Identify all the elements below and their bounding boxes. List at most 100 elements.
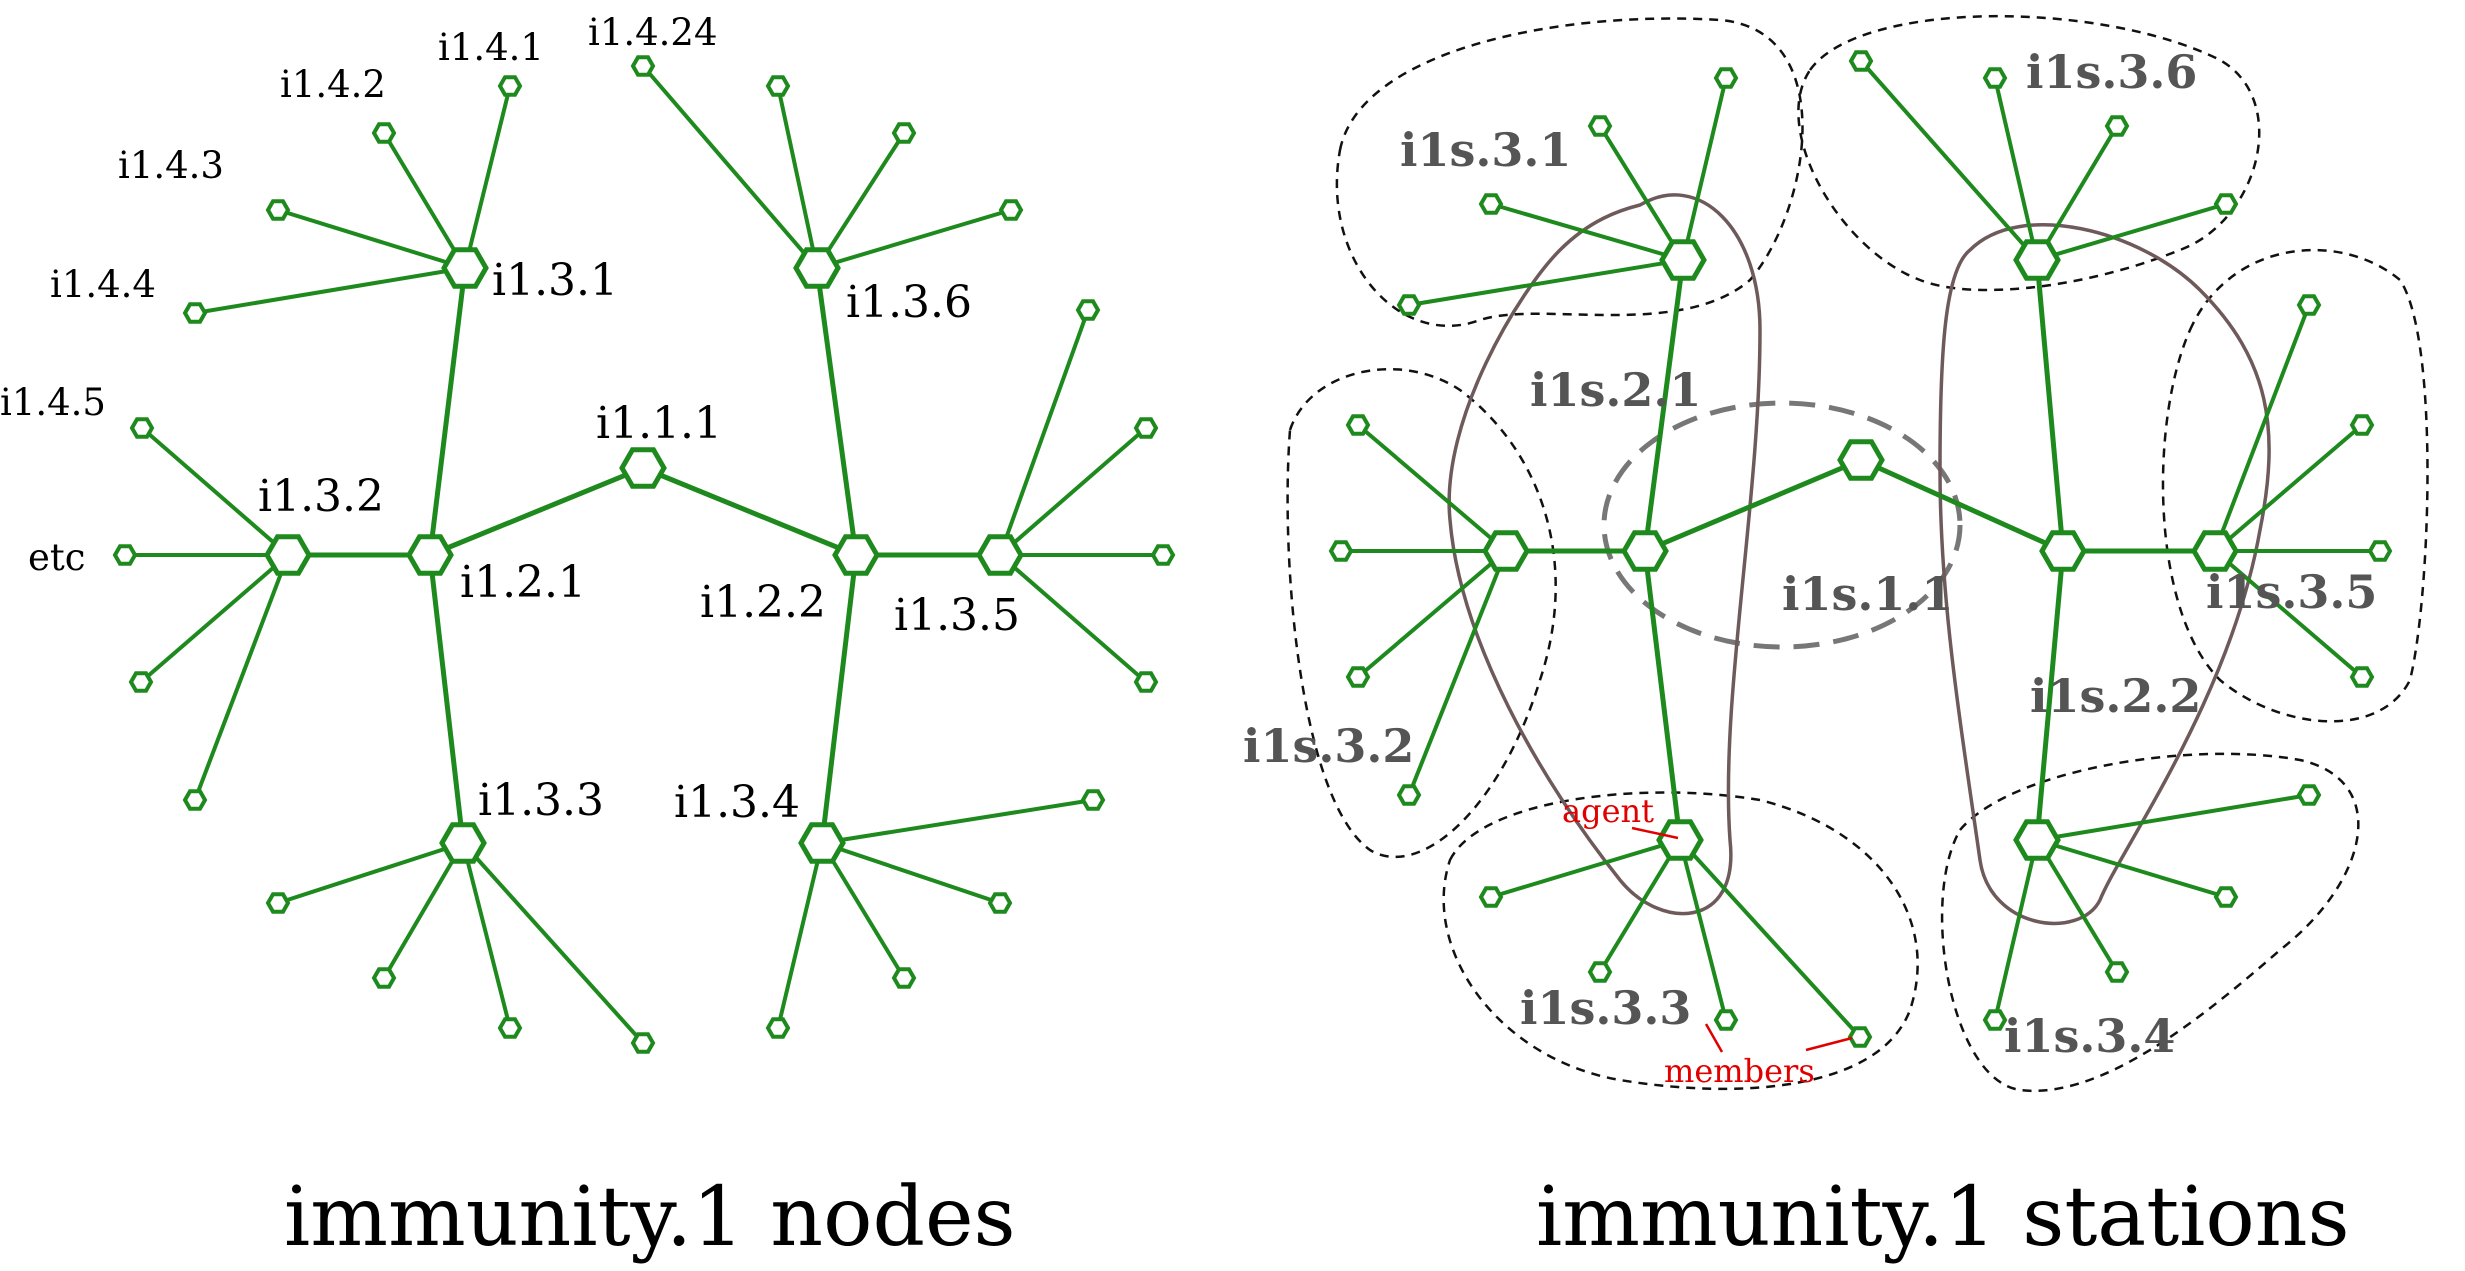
- label-i1-4-5: i1.4.5: [0, 381, 106, 424]
- label-i1s-3-6: i1s.3.6: [2026, 45, 2197, 99]
- nodes-leaf-node: [128, 671, 154, 693]
- stations-leaf-node: [1847, 1026, 1873, 1048]
- label-i1-4-2: i1.4.2: [280, 63, 386, 106]
- nodes-graph: [112, 55, 1176, 1054]
- nodes-hub-n131: [441, 247, 489, 289]
- label-i1-4-1: i1.4.1: [438, 26, 544, 69]
- nodes-leaf-edge: [277, 841, 464, 905]
- caption-nodes: immunity.1 nodes: [284, 1170, 1016, 1265]
- stations-edge: [2034, 550, 2066, 841]
- label-i1s-3-3: i1s.3.3: [1520, 981, 1691, 1035]
- nodes-leaf-edge: [821, 798, 1094, 845]
- stations-leaf-node: [1328, 540, 1354, 562]
- label-i1s-2-1: i1s.2.1: [1530, 363, 1701, 417]
- stations-leaf-node: [2213, 886, 2239, 908]
- stations-leaf-edge: [1993, 77, 2039, 261]
- nodes-leaf-node: [630, 55, 656, 77]
- stations-leaf-node: [1713, 67, 1739, 89]
- stations-hub-a131: [1659, 239, 1707, 281]
- annotation-pointers: [1631, 826, 1853, 1053]
- station-outline-i1s-3-5: [2161, 248, 2429, 723]
- stations-leaf-node: [1982, 1009, 2008, 1031]
- stations-leaf-edge: [2035, 124, 2119, 262]
- stations-leaf-node: [2349, 414, 2375, 436]
- nodes-leaf-node: [497, 75, 523, 97]
- stations-leaf-node: [1478, 193, 1504, 215]
- stations-leaf-edge: [1678, 839, 1728, 1021]
- nodes-leaf-edge: [382, 131, 467, 270]
- label-i1s-1-1: i1s.1.1: [1782, 567, 1953, 621]
- stations-leaf-node: [1848, 50, 1874, 72]
- stations-leaf-node: [2213, 193, 2239, 215]
- label-i1-3-4: i1.3.4: [674, 777, 800, 828]
- nodes-leaf-edge: [277, 208, 466, 270]
- station-outline-i1s-1-1: [1601, 400, 1963, 650]
- stations-hub-a135: [2191, 530, 2239, 572]
- nodes-leaf-edge: [461, 841, 645, 1045]
- stations-leaf-node: [2296, 294, 2322, 316]
- nodes-leaf-node: [1133, 671, 1159, 693]
- nodes-leaf-node: [371, 967, 397, 989]
- nodes-edge: [814, 267, 859, 556]
- nodes-leaf-edge: [461, 842, 512, 1029]
- label-i1s-2-2: i1s.2.2: [2030, 669, 2201, 723]
- stations-leaf-edge: [1407, 550, 1508, 796]
- stations-leaf-edge: [1859, 59, 2039, 262]
- stations-hub-a133: [1656, 819, 1704, 861]
- nodes-leaf-node: [987, 892, 1013, 914]
- nodes-leaf-node: [1080, 789, 1106, 811]
- nodes-hub-n121: [406, 534, 454, 576]
- nodes-edge: [427, 267, 468, 556]
- stations-leaf-edge: [2036, 202, 2227, 262]
- stations-leaf-edge: [2035, 838, 2119, 974]
- agent-pointer: [1631, 826, 1679, 840]
- nodes-leaf-edge: [776, 85, 819, 269]
- stations-leaf-node: [1478, 886, 1504, 908]
- nodes-leaf-node: [1075, 299, 1101, 321]
- label-i1-3-2: i1.3.2: [258, 471, 384, 522]
- stations-leaf-node: [2349, 666, 2375, 688]
- stations-leaf-edge: [2036, 838, 2227, 899]
- stations-edges: [1341, 59, 2380, 1039]
- stations-leaf-edge: [1490, 838, 1681, 899]
- stations-leaf-edge: [1681, 77, 1728, 261]
- label-i1-1-1: i1.1.1: [596, 398, 722, 449]
- label-i1s-3-1: i1s.3.1: [1400, 123, 1571, 177]
- stations-hub-a134: [2013, 819, 2061, 861]
- nodes-leaf-node: [1150, 544, 1176, 566]
- stations-hub-a111: [1837, 439, 1885, 481]
- nodes-hub-n136: [793, 247, 841, 289]
- station-outline-i1s-3-3: [1442, 791, 1919, 1091]
- annotation-agent: agent: [1562, 792, 1654, 830]
- nodes-leaf-edge: [821, 841, 1001, 905]
- nodes-nodes: [112, 55, 1176, 1054]
- stations-hub-a122: [2039, 530, 2087, 572]
- stations-hub-a136: [2013, 239, 2061, 281]
- label-i1-4-3: i1.4.3: [118, 144, 224, 187]
- stations-leaf-edge: [1598, 838, 1682, 974]
- stations-hub-a132: [1482, 530, 1530, 572]
- nodes-leaf-node: [182, 789, 208, 811]
- nodes-edge: [427, 554, 466, 844]
- stations-leaf-edge: [2213, 304, 2311, 552]
- stations-leaf-edge: [2036, 793, 2310, 842]
- nodes-leaf-edge: [193, 554, 290, 801]
- label-i1s-3-5: i1s.3.5: [2206, 565, 2377, 619]
- nodes-leaf-edge: [820, 841, 906, 980]
- label-i1s-3-2: i1s.3.2: [1243, 719, 1414, 773]
- nodes-hub-n122: [832, 534, 880, 576]
- nodes-leaf-edge: [641, 64, 819, 270]
- stations-leaf-node: [1587, 115, 1613, 137]
- stations-leaf-node: [1982, 67, 2008, 89]
- nodes-leaf-node: [765, 75, 791, 97]
- stations-leaf-node: [1396, 784, 1422, 806]
- stations-leaf-edge: [1678, 838, 1862, 1039]
- caption-stations: immunity.1 stations: [1536, 1170, 2350, 1265]
- label-etc: etc: [28, 536, 86, 579]
- stations-leaf-node: [1713, 1009, 1739, 1031]
- stations-leaf-edge: [1490, 202, 1684, 262]
- nodes-leaf-edge: [463, 85, 512, 269]
- nodes-leaf-node: [891, 967, 917, 989]
- label-i1-3-6: i1.3.6: [846, 277, 972, 328]
